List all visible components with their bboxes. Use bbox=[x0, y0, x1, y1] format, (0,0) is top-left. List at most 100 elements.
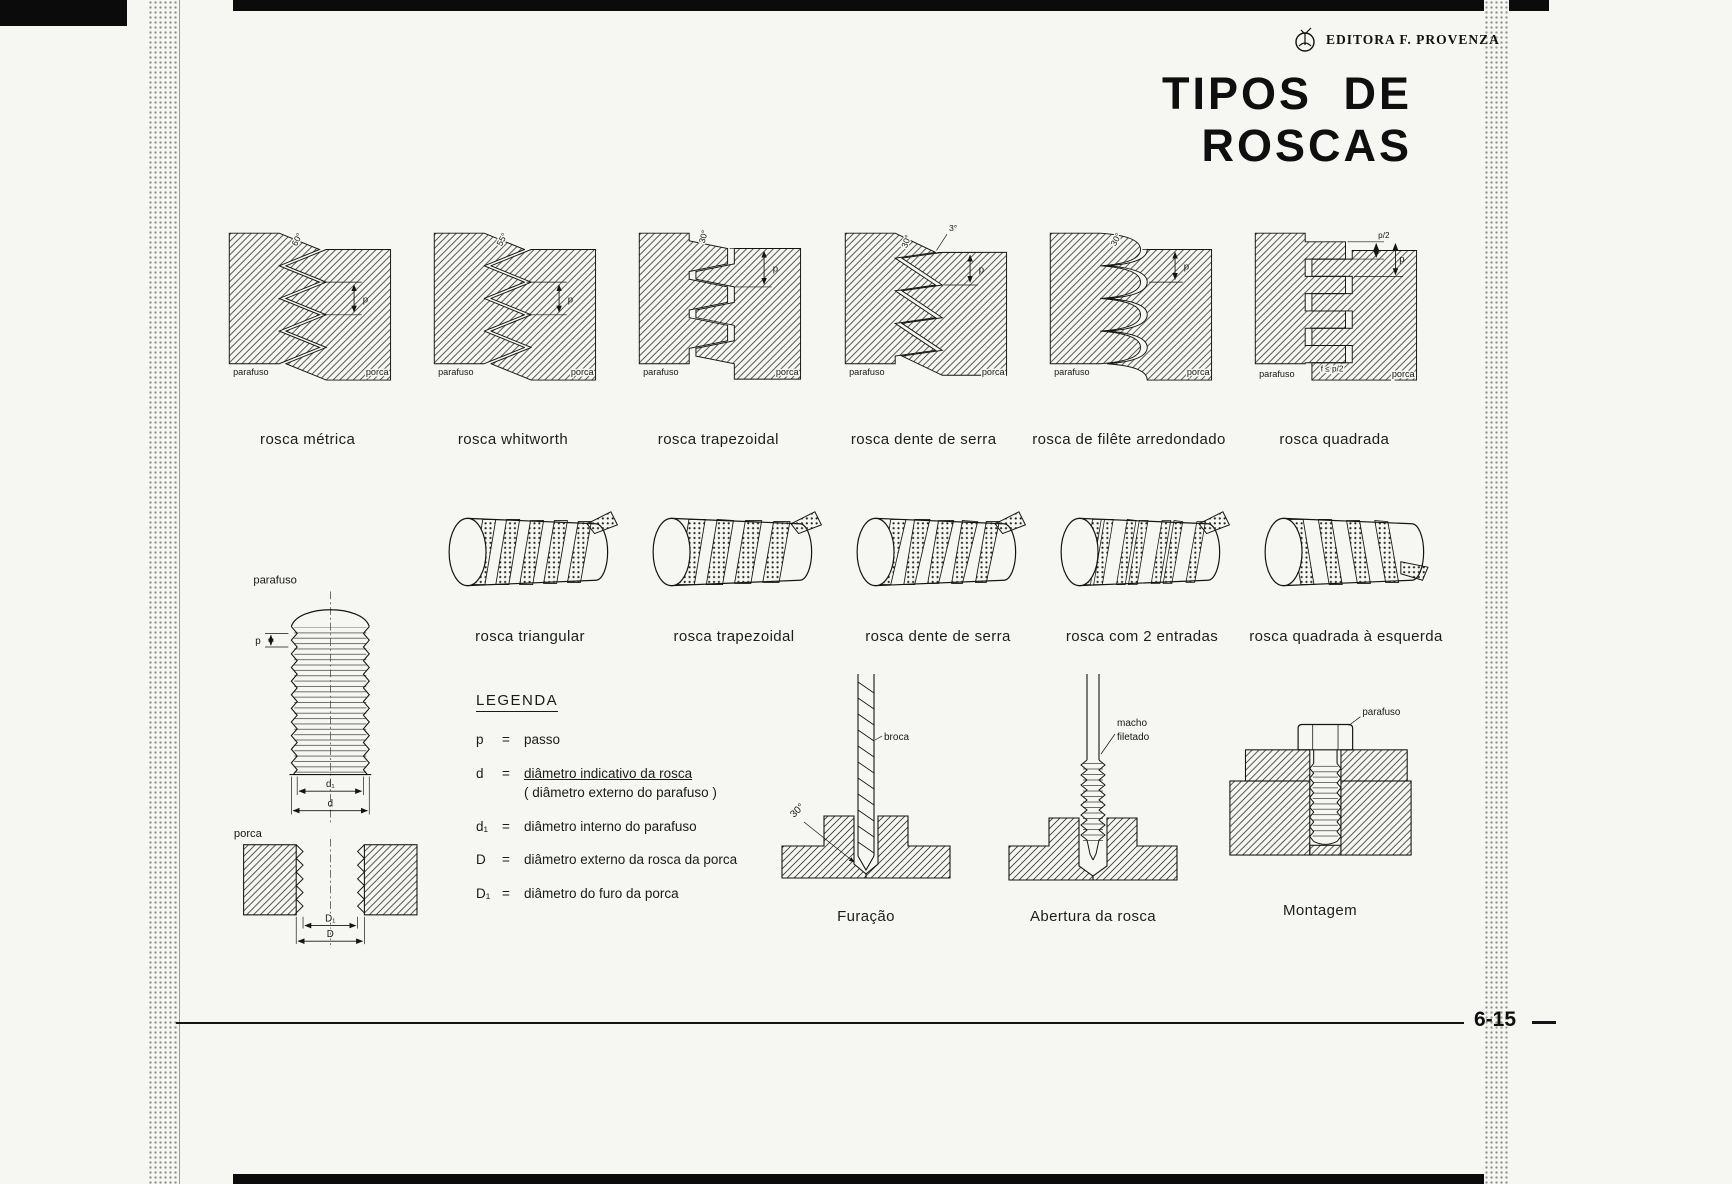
parafuso-label: parafuso bbox=[438, 367, 473, 377]
broca-label: broca bbox=[884, 732, 909, 743]
figure-caption: rosca com 2 entradas bbox=[1065, 628, 1219, 645]
dim-d-label: d bbox=[328, 799, 333, 810]
legend-title: LEGENDA bbox=[476, 692, 559, 712]
figure-cyl-quadrada-esquerda: rosca quadrada à esquerda bbox=[1244, 502, 1448, 645]
cylinder-row: rosca triangular rosca trapezoidal rosca… bbox=[428, 502, 1448, 645]
figure-cyl-duas-entradas: rosca com 2 entradas bbox=[1040, 502, 1244, 645]
macho-label: macho bbox=[1117, 718, 1147, 729]
figure-caption: rosca de filête arredondado bbox=[1032, 431, 1226, 448]
porca-label: porca bbox=[981, 367, 1005, 377]
thread-profile-trapezoidal-drawing: p 30° parafuso porca bbox=[639, 228, 802, 380]
publisher: EDITORA F. PROVENZA bbox=[1292, 26, 1500, 54]
figure-rosca-dente-de-serra: p 30° 3° parafuso porca rosca dente de s… bbox=[821, 212, 1026, 448]
figure-rosca-trapezoidal: p 30° parafuso porca rosca trapezoidal bbox=[616, 212, 821, 448]
figure-cyl-serra: rosca dente de serra bbox=[836, 502, 1040, 645]
cylinder-drawing bbox=[1060, 511, 1231, 587]
figure-montagem: parafuso Montagem bbox=[1216, 668, 1424, 925]
figure-caption: rosca quadrada bbox=[1279, 431, 1390, 448]
thread-profile-whitworth-drawing: p 55° parafuso porca bbox=[433, 230, 597, 381]
figure-caption: rosca métrica bbox=[260, 431, 356, 448]
dim-D1-label: D₁ bbox=[325, 914, 336, 925]
cylinder-drawing bbox=[856, 511, 1027, 587]
figure-cyl-trapezoidal: rosca trapezoidal bbox=[632, 502, 836, 645]
parafuso-label: parafuso bbox=[233, 367, 268, 377]
scan-bar-bottom bbox=[233, 1174, 1491, 1184]
figure-caption: Furação bbox=[837, 908, 895, 925]
page-title: TIPOS DE ROSCAS bbox=[1161, 68, 1412, 171]
pitch-label: p bbox=[773, 264, 778, 275]
cylinder-drawing bbox=[1264, 517, 1429, 587]
figure-rosca-quadrada: p/2 p f ≤ p/2 parafuso porca rosca quadr… bbox=[1232, 212, 1437, 448]
figure-cyl-triangular: rosca triangular bbox=[428, 502, 632, 645]
parafuso-label: parafuso bbox=[1054, 367, 1089, 377]
page-number: 6-15 bbox=[1474, 1008, 1517, 1031]
angle-label: 30° bbox=[788, 802, 806, 820]
cylinder-drawing bbox=[652, 511, 823, 587]
thread-profile-metrica-drawing: p 60° parafuso porca bbox=[228, 230, 391, 381]
pitch-label: p bbox=[1400, 254, 1405, 265]
parafuso-label: parafuso bbox=[1259, 369, 1294, 379]
thread-profile-row: p 60° parafuso porca rosca métrica p 55°… bbox=[205, 212, 1437, 448]
porca-label: porca bbox=[1187, 367, 1211, 377]
parafuso-label: parafuso bbox=[253, 575, 297, 587]
footer-rule bbox=[176, 1022, 1464, 1024]
cylinder-drawing bbox=[448, 511, 619, 587]
porca-label: porca bbox=[365, 367, 389, 377]
figure-caption: rosca trapezoidal bbox=[673, 628, 795, 645]
parafuso-label: parafuso bbox=[849, 367, 884, 377]
figure-furacao: broca 30° Furação bbox=[762, 668, 970, 925]
dim-D-label: D bbox=[327, 929, 334, 940]
tapping-drawing: macho filetado bbox=[1008, 674, 1178, 881]
angle-label: 30° bbox=[697, 229, 710, 244]
figure-caption: rosca trapezoidal bbox=[657, 431, 779, 448]
filetado-label: filetado bbox=[1117, 732, 1150, 743]
process-row: broca 30° Furação macho filetado Aber bbox=[762, 668, 1424, 925]
thread-profile-serra-drawing: p 30° 3° parafuso porca bbox=[844, 222, 1007, 379]
dim-p-label: p bbox=[255, 636, 260, 647]
figure-rosca-whitworth: p 55° parafuso porca rosca whitworth bbox=[410, 212, 615, 448]
figure-caption: rosca triangular bbox=[475, 628, 585, 645]
figure-caption: rosca dente de serra bbox=[865, 628, 1011, 645]
pitch-label: p bbox=[568, 294, 573, 305]
scan-bar-top-left bbox=[0, 0, 127, 26]
drilling-drawing: broca 30° bbox=[781, 674, 951, 879]
dim-d1-label: d₁ bbox=[326, 779, 335, 790]
pitch-label: p bbox=[1184, 262, 1189, 273]
legend-entry-d: d = diâmetro indicativo da rosca ( diâme… bbox=[476, 765, 717, 801]
assembly-drawing: parafuso bbox=[1228, 705, 1412, 856]
parafuso-label: parafuso bbox=[1362, 707, 1400, 718]
halftone-strip-left bbox=[148, 0, 178, 1184]
porca-label: porca bbox=[234, 828, 263, 840]
figure-caption: Montagem bbox=[1282, 902, 1358, 919]
bolt-dimension-figure: parafuso p d₁ d porca bbox=[228, 572, 423, 952]
bolt-drawing: parafuso p d₁ d porca bbox=[234, 575, 418, 947]
legend-entry-p: p = passo bbox=[476, 732, 561, 747]
porca-label: porca bbox=[571, 367, 595, 377]
pitch-label: p bbox=[978, 265, 983, 276]
footer-dash bbox=[1532, 1021, 1556, 1024]
legend-entry-D1: D₁ = diâmetro do furo da porca bbox=[476, 885, 679, 901]
figure-caption: rosca quadrada à esquerda bbox=[1249, 628, 1443, 645]
figure-caption: rosca whitworth bbox=[457, 431, 569, 448]
note-label: f ≤ p/2 bbox=[1321, 364, 1344, 373]
legend: LEGENDA p = passo d = diâmetro indicativ… bbox=[476, 692, 756, 917]
thread-profile-quadrada-drawing: p/2 p f ≤ p/2 parafuso porca bbox=[1255, 231, 1418, 381]
pitch-label: p bbox=[362, 294, 367, 305]
porca-label: porca bbox=[776, 367, 800, 377]
publisher-name: EDITORA F. PROVENZA bbox=[1326, 32, 1500, 47]
thread-profile-arredondado-drawing: p 30° parafuso porca bbox=[1049, 230, 1213, 381]
legend-entry-d1: d₁ = diâmetro interno do parafuso bbox=[476, 818, 697, 834]
scan-bar-top bbox=[233, 0, 1549, 11]
parafuso-label: parafuso bbox=[643, 367, 678, 377]
halftone-strip-right bbox=[1484, 0, 1509, 1184]
figure-rosca-metrica: p 60° parafuso porca rosca métrica bbox=[205, 212, 410, 448]
figure-caption: Abertura da rosca bbox=[1029, 908, 1157, 925]
legend-entry-D: D = diâmetro externo da rosca da porca bbox=[476, 852, 738, 868]
half-pitch-label: p/2 bbox=[1378, 231, 1390, 240]
page-edge-line bbox=[179, 0, 180, 1184]
figure-caption: rosca dente de serra bbox=[850, 431, 997, 448]
figure-abertura-da-rosca: macho filetado Abertura da rosca bbox=[989, 668, 1197, 925]
porca-label: porca bbox=[1392, 369, 1416, 379]
angle2-label: 3° bbox=[949, 223, 957, 233]
